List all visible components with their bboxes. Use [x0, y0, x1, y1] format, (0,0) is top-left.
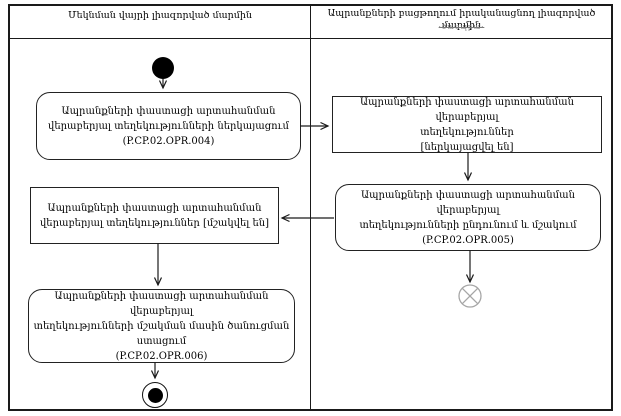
activity-final-inner-dot — [147, 387, 163, 403]
activity-process-export-info: Ապրանքների փաստացի արտահանման վերաբերյալ… — [335, 184, 601, 251]
object-text-line: տեղեկություններ — [420, 126, 514, 138]
activity-text-line: Ապրանքների փաստացի արտահանման վերաբերյալ — [361, 189, 575, 216]
activity-text-line: (P.CP.02.OPR.005) — [422, 234, 514, 246]
activity-text-line: Ապրանքների փաստացի արտահանման վերաբերյալ — [54, 290, 269, 317]
activity-text-line: վերաբերյալ տեղեկությունների ներկայացում — [48, 120, 289, 132]
activity-text-line: տեղեկությունների մշակման մասին ծանուցման — [33, 320, 290, 332]
object-info-processed: Ապրանքների փաստացի արտահանման վերաբերյալ… — [30, 187, 279, 244]
object-info-submitted: Ապրանքների փաստացի արտահանման վերաբերյալ… — [332, 96, 602, 153]
initial-node — [152, 57, 174, 79]
object-text-line: Ապրանքների փաստացի արտահանման — [47, 202, 262, 214]
activity-final-node — [142, 382, 168, 408]
object-state-line: [ներկայացվել են] — [420, 141, 514, 153]
swimlane-divider — [310, 4, 311, 411]
faded-scan-artifact-text: ·ծասպրա· — [438, 23, 485, 31]
activity-receive-processing-notice: Ապրանքների փաստացի արտահանման վերաբերյալ… — [28, 289, 295, 363]
object-text-line: Ապրանքների փաստացի արտահանման վերաբերյալ — [360, 96, 574, 123]
activity-text-line: Ապրանքների փաստացի արտահանման — [61, 105, 276, 117]
activity-text-line: ստացում — [136, 335, 187, 347]
activity-text-line: տեղեկությունների ընդունում և մշակում — [359, 219, 577, 231]
lane-title-release-authority: Ապրանքների բացթողում իրականացնող լիազորվ… — [327, 8, 596, 31]
activity-text-line: (P.CP.02.OPR.004) — [122, 135, 215, 147]
lane-title-departure-authority: Մեկնման վայրի լիազորված մարմին — [68, 10, 252, 21]
object-text-line: վերաբերյալ տեղեկություններ [մշակվել են] — [39, 217, 269, 229]
activity-text-line: (P.CP.02.OPR.006) — [115, 350, 208, 362]
activity-submit-export-info: Ապրանքների փաստացի արտահանման վերաբերյալ… — [36, 92, 301, 160]
